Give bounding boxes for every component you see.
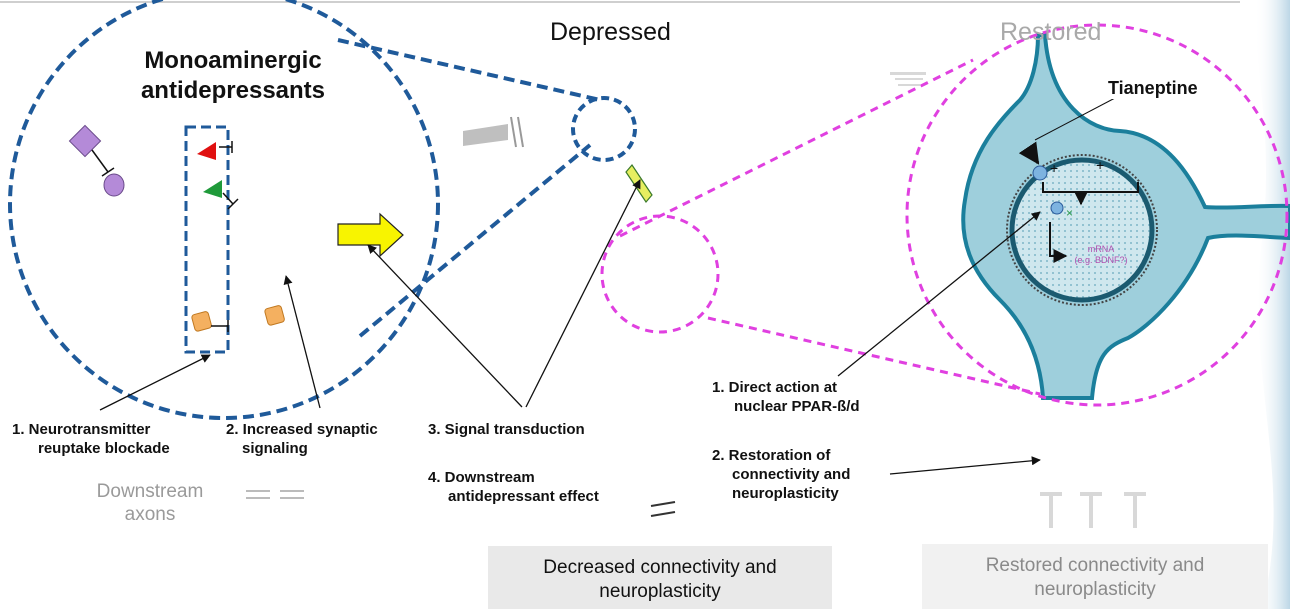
- annotation-direct-action: 1. Direct action at nuclear PPAR-ß/d: [712, 378, 860, 416]
- decreased-box-line1: Decreased connectivity and: [543, 557, 777, 578]
- orange-ligand-free-icon: [264, 305, 285, 326]
- purple-ligand-icon: [68, 124, 102, 158]
- depressed-axon-fragments: [463, 116, 524, 148]
- left-small-circle: [571, 96, 637, 162]
- restored-box-line1: Restored connectivity and: [985, 555, 1205, 576]
- annotation-synaptic-line1: 2. Increased synaptic: [226, 421, 378, 438]
- restored-box-line2: neuroplasticity: [1034, 579, 1156, 600]
- annotation-restoration: 2. Restoration of connectivity and neuro…: [712, 446, 850, 503]
- right-zoom-connector-bottom: [707, 316, 1041, 396]
- annotation-downstream-effect: 4. Downstream antidepressant effect: [428, 468, 599, 506]
- left-zoom-group: [8, 0, 637, 420]
- nucleus-rim: [1006, 154, 1158, 306]
- annotation-downstream-line2: antidepressant effect: [448, 488, 599, 505]
- annotation-direct-line2: nuclear PPAR-ß/d: [734, 398, 860, 415]
- annotation-reuptake-line1: 1. Neurotransmitter: [12, 421, 151, 438]
- restored-connectivity-box: Restored connectivity and neuroplasticit…: [922, 544, 1268, 609]
- svg-text:+: +: [1096, 157, 1104, 173]
- left-zoom-circle: [8, 0, 440, 420]
- monoaminergic-title-line2: antidepressants: [140, 77, 326, 104]
- restored-title: Restored: [1000, 18, 1102, 46]
- annotation-reuptake-blockade: 1. Neurotransmitter reuptake blockade: [12, 420, 170, 458]
- equal-sign-mark: [650, 501, 676, 517]
- right-zoom-group: [600, 58, 1041, 396]
- ppar-receptor-icon: [1050, 201, 1064, 215]
- left-zoom-contents: [68, 124, 404, 354]
- decreased-connectivity-box: Decreased connectivity and neuroplastici…: [488, 546, 832, 609]
- right-zoom-circle: [905, 23, 1289, 407]
- annotation-restoration-line3: neuroplasticity: [732, 485, 839, 502]
- annotation-restoration-line1: 2. Restoration of: [712, 447, 831, 464]
- mrna-line1: mRNA: [1087, 244, 1115, 254]
- downstream-axons-line2: axons: [124, 504, 176, 525]
- annotation-direct-line1: 1. Direct action at: [712, 379, 838, 396]
- purple-receptor-icon: [103, 173, 125, 197]
- neuron-cell: + + ×: [961, 33, 1290, 400]
- depressed-title: Depressed: [550, 18, 671, 46]
- right-small-circle: [600, 214, 720, 334]
- tianeptine-molecule-icon: [1032, 165, 1048, 181]
- annotation-restoration-line2: connectivity and: [732, 466, 851, 483]
- mrna-line2: (e.g. BDNF?): [1074, 255, 1128, 265]
- decorative-swoosh: [1254, 0, 1290, 609]
- tianeptine-leader-line: [1034, 97, 1116, 141]
- tianeptine-label: Tianeptine: [1106, 78, 1200, 99]
- annotation-downstream-line1: 4. Downstream: [428, 469, 535, 486]
- nucleus-shape: [1009, 157, 1155, 303]
- annotation-reuptake-line2: reuptake blockade: [38, 440, 170, 457]
- svg-text:+: +: [1050, 160, 1058, 176]
- svg-text:×: ×: [1066, 206, 1073, 220]
- left-zoom-connector-top: [337, 38, 601, 102]
- monoaminergic-title-line1: Monoaminergic: [144, 47, 322, 74]
- annotation-synaptic-signaling: 2. Increased synaptic signaling: [226, 420, 378, 458]
- downstream-axon-marks: [246, 490, 304, 499]
- annotation-synaptic-line2: signaling: [242, 440, 308, 457]
- decreased-box-line2: neuroplasticity: [599, 581, 721, 602]
- signal-arrow-icon: [337, 212, 404, 258]
- mrna-label: mRNA (e.g. BDNF?): [1068, 244, 1134, 266]
- restored-axon-fragments: [890, 72, 1146, 528]
- red-ligand-icon: [197, 142, 216, 160]
- downstream-bar-icon: [625, 164, 653, 203]
- downstream-axons-label: Downstream axons: [70, 480, 230, 526]
- green-ligand-icon: [203, 180, 222, 198]
- orange-ligand-icon: [191, 311, 212, 332]
- annotation-arrows: [99, 179, 1041, 475]
- monoaminergic-title: Monoaminergic antidepressants: [122, 46, 344, 106]
- reuptake-transporter-box: [184, 125, 230, 354]
- downstream-axons-line1: Downstream: [96, 481, 204, 502]
- right-zoom-connector-top: [619, 58, 974, 238]
- annotation-signal-transduction: 3. Signal transduction: [428, 421, 585, 438]
